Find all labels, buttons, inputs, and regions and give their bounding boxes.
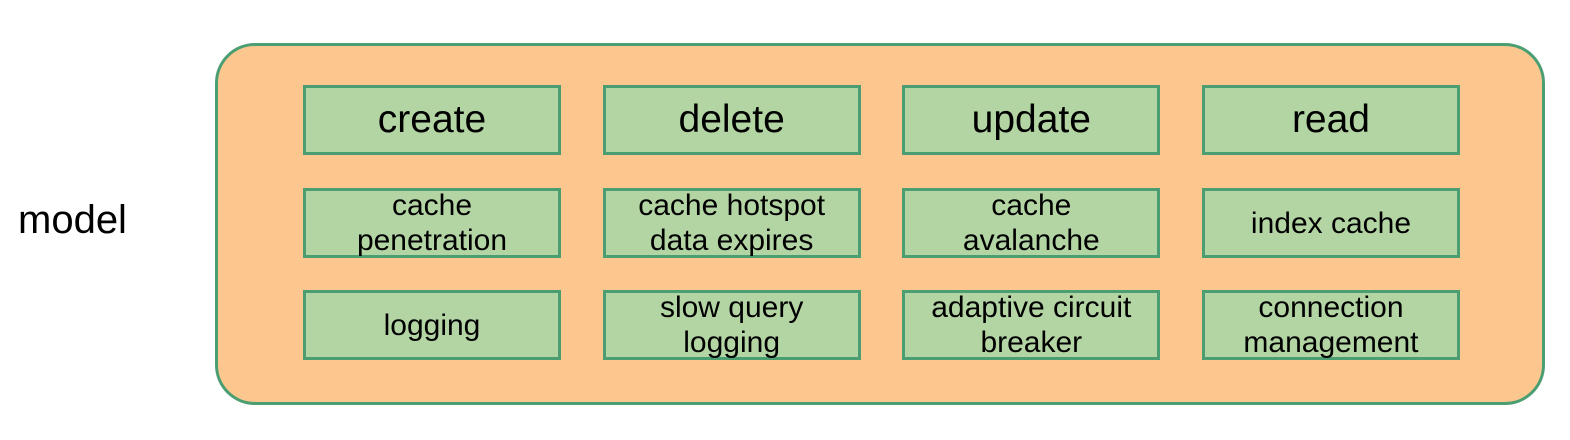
cell-update-label: update xyxy=(971,98,1091,141)
cell-slow-query-logging-label: slow query logging xyxy=(659,291,804,359)
cell-slow-query-logging[interactable]: slow query logging xyxy=(602,290,861,360)
cell-cache-hotspot-data-expires[interactable]: cache hotspot data expires xyxy=(602,188,861,258)
cell-index-cache[interactable]: index cache xyxy=(1201,188,1460,258)
cell-cache-hotspot-data-expires-label: cache hotspot data expires xyxy=(638,189,826,257)
operations-row: create delete update read xyxy=(303,85,1460,155)
cell-cache-penetration-label: cache penetration xyxy=(356,189,508,257)
cell-connection-management-label: connection management xyxy=(1243,291,1419,359)
cell-update[interactable]: update xyxy=(902,85,1161,155)
cell-delete[interactable]: delete xyxy=(602,85,861,155)
cell-logging-label: logging xyxy=(383,308,481,342)
cell-delete-label: delete xyxy=(678,98,785,141)
cache-concerns-row: cache penetration cache hotspot data exp… xyxy=(303,188,1460,258)
cell-create[interactable]: create xyxy=(303,85,561,155)
reliability-concerns-row: logging slow query logging adaptive circ… xyxy=(303,290,1460,360)
cell-logging[interactable]: logging xyxy=(303,290,561,360)
model-container: create delete update read cache penetrat… xyxy=(215,43,1545,405)
cell-index-cache-label: index cache xyxy=(1250,206,1412,240)
cell-read-label: read xyxy=(1291,98,1370,141)
cell-adaptive-circuit-breaker[interactable]: adaptive circuit breaker xyxy=(902,290,1161,360)
cell-cache-avalanche-label: cache avalanche xyxy=(962,189,1100,257)
cell-connection-management[interactable]: connection management xyxy=(1201,290,1460,360)
model-group-label: model xyxy=(18,198,127,242)
cell-read[interactable]: read xyxy=(1201,85,1460,155)
cell-cache-penetration[interactable]: cache penetration xyxy=(303,188,561,258)
cell-cache-avalanche[interactable]: cache avalanche xyxy=(902,188,1161,258)
cell-adaptive-circuit-breaker-label: adaptive circuit breaker xyxy=(931,291,1132,359)
cell-create-label: create xyxy=(377,98,487,141)
